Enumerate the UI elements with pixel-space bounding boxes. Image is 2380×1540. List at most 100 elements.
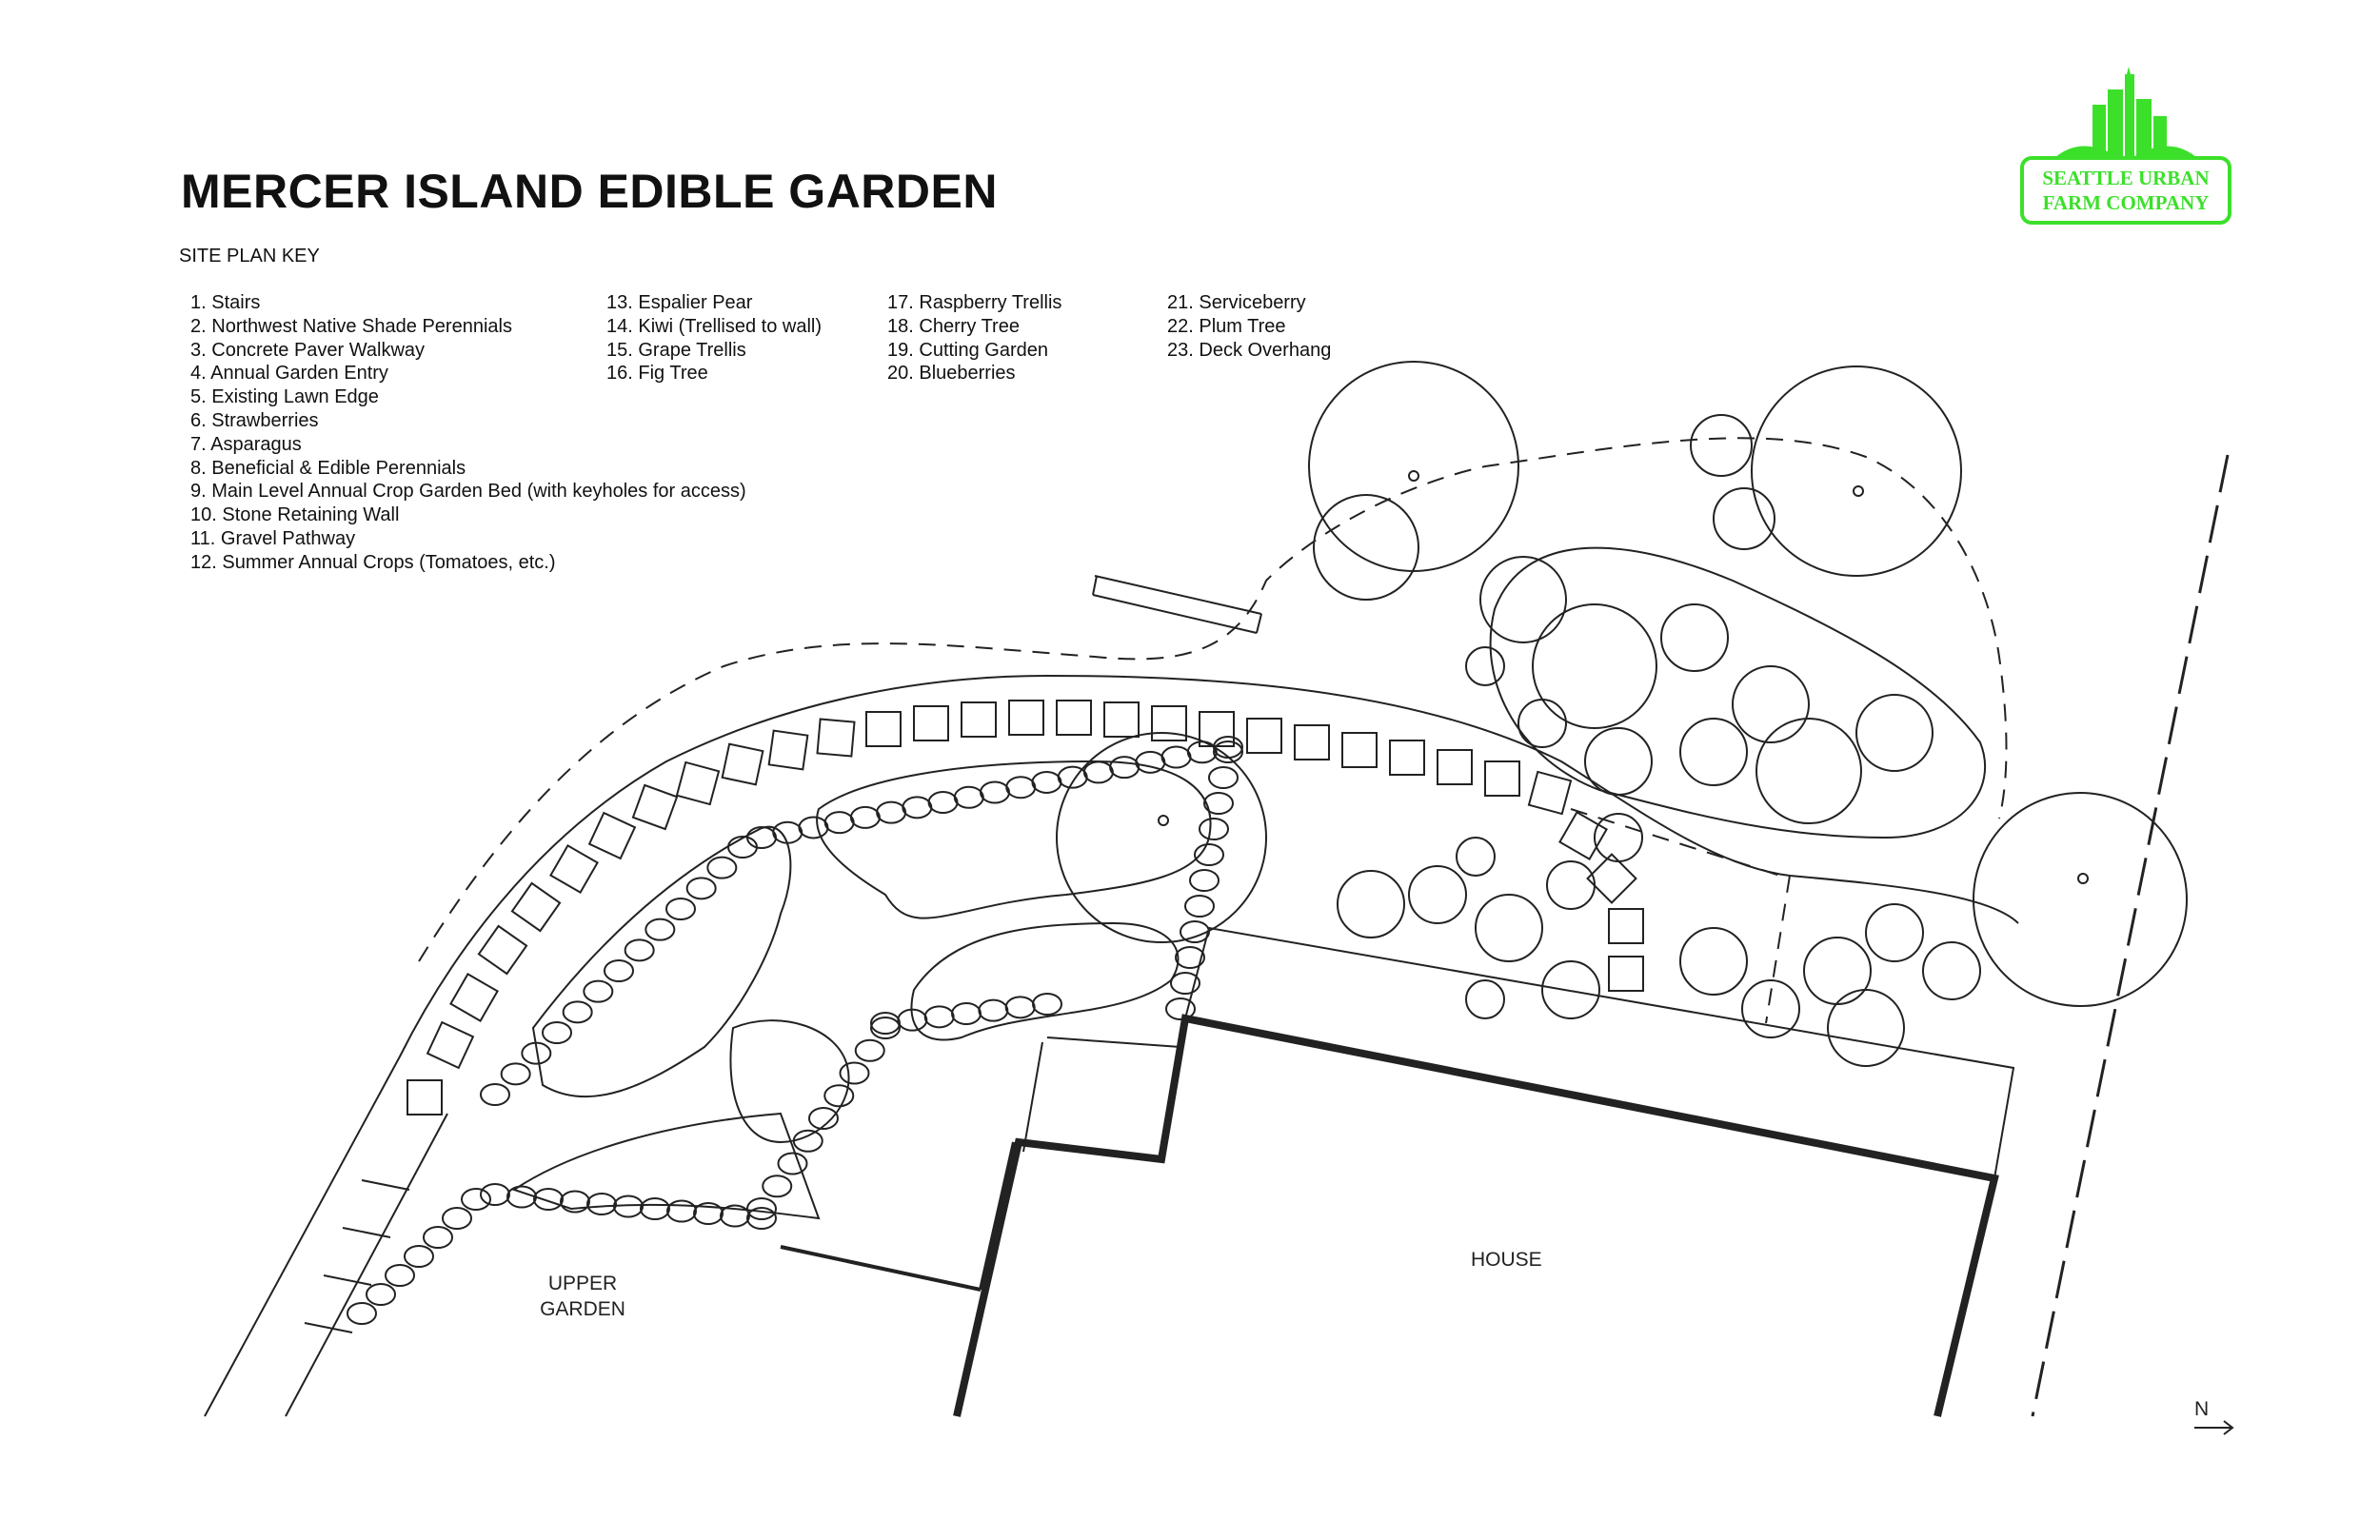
logo-line-2: FARM COMPANY: [2043, 191, 2210, 214]
shrub: [1584, 727, 1653, 796]
house-label: HOUSE: [1471, 1249, 1542, 1271]
stone: [347, 1302, 377, 1325]
shrub: [1803, 937, 1872, 1005]
stone: [978, 998, 1009, 1022]
stone: [762, 1175, 793, 1198]
shrub: [1456, 837, 1496, 877]
stone: [902, 796, 933, 819]
stone: [951, 1002, 982, 1025]
shrub: [1922, 941, 1981, 1000]
key-column-3: 17. Raspberry Trellis 18. Cherry Tree 19…: [887, 291, 1061, 385]
shrub: [1475, 894, 1543, 962]
paver-walkway: [407, 700, 1644, 1116]
stone: [500, 1062, 531, 1086]
stone: [506, 1185, 537, 1209]
stone: [1109, 756, 1140, 780]
stone: [562, 1000, 593, 1024]
shrub: [1855, 694, 1934, 772]
key-item: 11. Gravel Pathway: [190, 527, 356, 549]
key-item: 18. Cherry Tree: [887, 315, 1020, 337]
key-item: 13. Espalier Pear: [606, 292, 753, 313]
key-item: 3. Concrete Paver Walkway: [190, 339, 426, 361]
stone: [746, 1207, 777, 1230]
stone: [823, 1084, 855, 1108]
key-item: 8. Beneficial & Edible Perennials: [190, 457, 466, 479]
key-item: 16. Fig Tree: [606, 363, 708, 385]
stone: [1208, 766, 1239, 789]
key-item: 15. Grape Trellis: [606, 339, 746, 361]
shrub: [1532, 603, 1657, 729]
perennial-bed: [1489, 546, 1986, 839]
shrub: [1337, 870, 1405, 938]
stone: [461, 1188, 491, 1211]
shrub: [1465, 979, 1505, 1019]
stone: [1160, 745, 1192, 769]
stone: [560, 1190, 590, 1214]
house-outline: [953, 1014, 1999, 1417]
key-item: 17. Raspberry Trellis: [887, 292, 1062, 313]
seattle-urban-farm-company-logo: SEATTLE URBAN FARM COMPANY: [2020, 67, 2231, 225]
stone: [480, 1183, 510, 1206]
stone: [385, 1264, 415, 1287]
stone: [586, 1193, 617, 1215]
shrub: [1594, 813, 1643, 862]
stone: [1184, 895, 1215, 918]
stone: [923, 1005, 955, 1029]
shrub: [1465, 646, 1505, 686]
stone: [542, 1021, 572, 1044]
key-item: 20. Blueberries: [887, 363, 1016, 385]
stone: [442, 1207, 472, 1230]
perennials: [1337, 556, 1981, 1067]
shrub: [1679, 927, 1748, 996]
espalier-pear: [780, 1245, 982, 1292]
shrub: [1517, 699, 1567, 748]
kiwi-trellis: [979, 1141, 1016, 1291]
stone: [927, 791, 959, 815]
bed-9-upper: [816, 760, 1212, 919]
stone: [404, 1245, 434, 1268]
stairs: [304, 1179, 410, 1333]
shrub: [1660, 603, 1729, 672]
stone-retaining-wall: [347, 736, 1243, 1325]
stone: [624, 938, 655, 962]
stone: [798, 816, 829, 839]
key-item: 19. Cutting Garden: [887, 339, 1049, 361]
site-plan-key-heading: SITE PLAN KEY: [179, 246, 320, 267]
stone: [792, 1129, 823, 1153]
key-item: 9. Main Level Annual Crop Garden Bed (wi…: [190, 481, 746, 503]
stone: [727, 836, 758, 859]
key-column-4: 21. Serviceberry 22. Plum Tree 23. Deck …: [1167, 291, 1331, 362]
shrub: [1827, 989, 1905, 1067]
lawn-edge: [418, 437, 2008, 962]
shrub: [1741, 979, 1800, 1038]
stone: [666, 1199, 697, 1223]
stone: [839, 1061, 870, 1085]
stone: [1004, 996, 1036, 1019]
key-column-1: 1. Stairs 2. Northwest Native Shade Pere…: [190, 291, 746, 575]
stone: [1189, 869, 1220, 892]
grape-trellis: [1022, 1037, 1181, 1153]
stone: [1186, 740, 1218, 764]
stone: [533, 1188, 564, 1211]
shrub: [1479, 556, 1567, 643]
north-label: N: [2194, 1398, 2209, 1420]
stone: [665, 898, 696, 920]
stone: [1203, 792, 1234, 815]
stone: [808, 1107, 839, 1130]
stone: [706, 856, 738, 879]
shrub: [1541, 960, 1600, 1019]
key-item: 1. Stairs: [190, 292, 261, 313]
stone: [423, 1226, 453, 1249]
deck-outline: [1184, 926, 2015, 1179]
blueberries: [1690, 414, 1753, 477]
shrub: [1732, 665, 1810, 743]
stone: [1082, 760, 1114, 784]
stone: [1213, 740, 1243, 763]
key-item: 21. Serviceberry: [1167, 292, 1306, 313]
key-item: 2. Northwest Native Shade Perennials: [190, 315, 512, 337]
plum-tree: [1973, 792, 2188, 1007]
serviceberry: [1751, 365, 1962, 577]
key-item: 7. Asparagus: [190, 433, 302, 455]
shrub: [1546, 860, 1596, 910]
logo-line-1: SEATTLE URBAN: [2042, 167, 2209, 189]
